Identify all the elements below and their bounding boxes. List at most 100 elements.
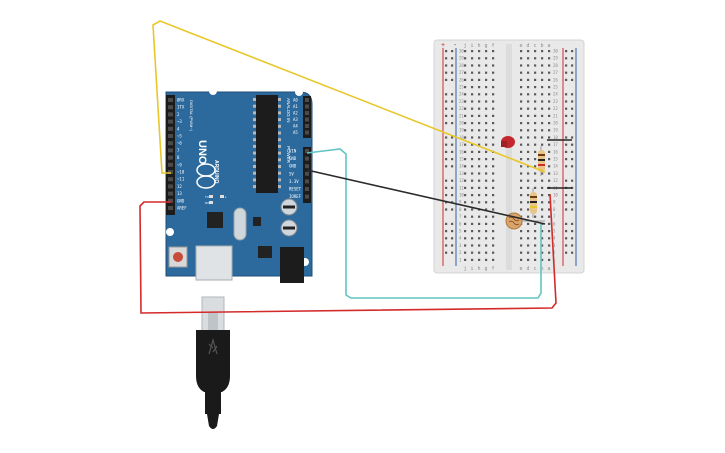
breadboard-hole: [464, 179, 467, 182]
breadboard-hole: [471, 165, 474, 168]
red-wire[interactable]: [139, 193, 557, 314]
rail-hole: [571, 186, 574, 189]
rail-hole: [565, 201, 568, 204]
reset-button[interactable]: [173, 252, 183, 262]
header-pin[interactable]: [305, 171, 309, 176]
header-pin[interactable]: [305, 117, 309, 122]
header-pin[interactable]: [168, 105, 173, 110]
header-pin[interactable]: [305, 149, 309, 153]
photoresistor[interactable]: [505, 212, 545, 230]
breadboard-hole: [492, 208, 495, 211]
chip-leg: [253, 131, 256, 135]
header-pin[interactable]: [305, 130, 309, 135]
header-pin[interactable]: [168, 155, 173, 160]
header-pin[interactable]: [305, 187, 309, 191]
header-pin[interactable]: [168, 184, 173, 189]
breadboard-hole: [492, 129, 495, 132]
row-number-label: 17: [459, 142, 464, 147]
rail-hole: [451, 136, 454, 139]
header-pin[interactable]: [168, 112, 173, 117]
red-led[interactable]: [501, 136, 515, 148]
breadboard-hole: [541, 230, 544, 233]
header-pin[interactable]: [168, 126, 173, 131]
resistor-band: [530, 206, 537, 208]
usb-cable[interactable]: [196, 296, 230, 429]
power-pin-label: 5V: [289, 171, 294, 176]
breadboard-hole: [541, 194, 544, 197]
chip-leg: [278, 111, 281, 115]
row-number-label: 24: [553, 92, 558, 97]
rail-hole: [565, 78, 568, 81]
row-number-label: 20: [553, 121, 558, 126]
header-pin[interactable]: [305, 111, 309, 115]
rail-hole: [565, 251, 568, 254]
header-pin[interactable]: [168, 191, 173, 196]
breadboard-hole: [485, 107, 488, 110]
breadboard-hole: [534, 71, 537, 74]
header-pin[interactable]: [168, 141, 173, 146]
header-pin[interactable]: [305, 156, 309, 161]
breadboard-hole: [520, 107, 523, 110]
header-pin[interactable]: [168, 177, 173, 182]
breadboard-channel: [506, 44, 512, 270]
header-pin[interactable]: [305, 194, 309, 199]
rail-hole: [445, 208, 448, 211]
breadboard-hole: [478, 222, 481, 225]
breadboard-hole: [520, 158, 523, 161]
yellow-wire[interactable]: [152, 20, 546, 174]
row-number-label: 26: [459, 77, 464, 82]
rail-minus-label: -: [454, 42, 457, 49]
breadboard-hole: [478, 129, 481, 132]
breadboard-hole: [520, 230, 523, 233]
chip-leg: [278, 158, 281, 162]
header-pin[interactable]: [168, 148, 173, 153]
breadboard-hole: [471, 93, 474, 96]
column-letter-label: f: [492, 43, 495, 49]
breadboard-hole: [464, 172, 467, 175]
rail-hole: [571, 165, 574, 168]
header-pin[interactable]: [168, 198, 173, 203]
header-pin[interactable]: [305, 179, 309, 184]
resistor-2[interactable]: [530, 188, 537, 218]
header-pin[interactable]: [168, 206, 173, 210]
uno-label: UNO: [196, 140, 208, 165]
rail-hole: [571, 122, 574, 125]
wires: [139, 20, 557, 314]
rail-hole: [565, 237, 568, 240]
digital-pin-label: ~3: [177, 119, 182, 124]
rail-hole: [451, 93, 454, 96]
cyan-wire[interactable]: [306, 148, 542, 299]
rail-hole: [451, 57, 454, 60]
header-pin[interactable]: [168, 134, 173, 138]
header-pin[interactable]: [168, 98, 173, 102]
row-number-label: 12: [459, 178, 464, 183]
breadboard-hole: [527, 150, 530, 153]
breadboard-hole: [492, 251, 495, 254]
rail-hole: [445, 222, 448, 225]
breadboard-hole: [492, 50, 495, 53]
usb-b-port[interactable]: [195, 245, 233, 281]
black-wire[interactable]: [306, 169, 546, 225]
column-letter-label: h: [478, 266, 481, 272]
power-pin-label: IOREF: [289, 194, 302, 199]
header-pin[interactable]: [305, 104, 309, 109]
breadboard-hole: [548, 86, 551, 89]
rail-hole: [565, 143, 568, 146]
breadboard-hole: [485, 78, 488, 81]
row-number-label: 6: [553, 221, 556, 226]
rail-hole: [565, 93, 568, 96]
rail-hole: [571, 107, 574, 110]
breadboard-hole: [541, 237, 544, 240]
header-pin[interactable]: [305, 98, 309, 102]
rail-hole: [565, 179, 568, 182]
header-pin[interactable]: [168, 170, 173, 174]
breadboard-hole: [541, 114, 544, 117]
header-pin[interactable]: [168, 162, 173, 167]
header-pin[interactable]: [305, 124, 309, 128]
atmega-chip: [256, 95, 278, 193]
header-pin[interactable]: [305, 164, 309, 169]
dc-power-jack[interactable]: [280, 247, 304, 283]
header-pin[interactable]: [168, 119, 173, 124]
